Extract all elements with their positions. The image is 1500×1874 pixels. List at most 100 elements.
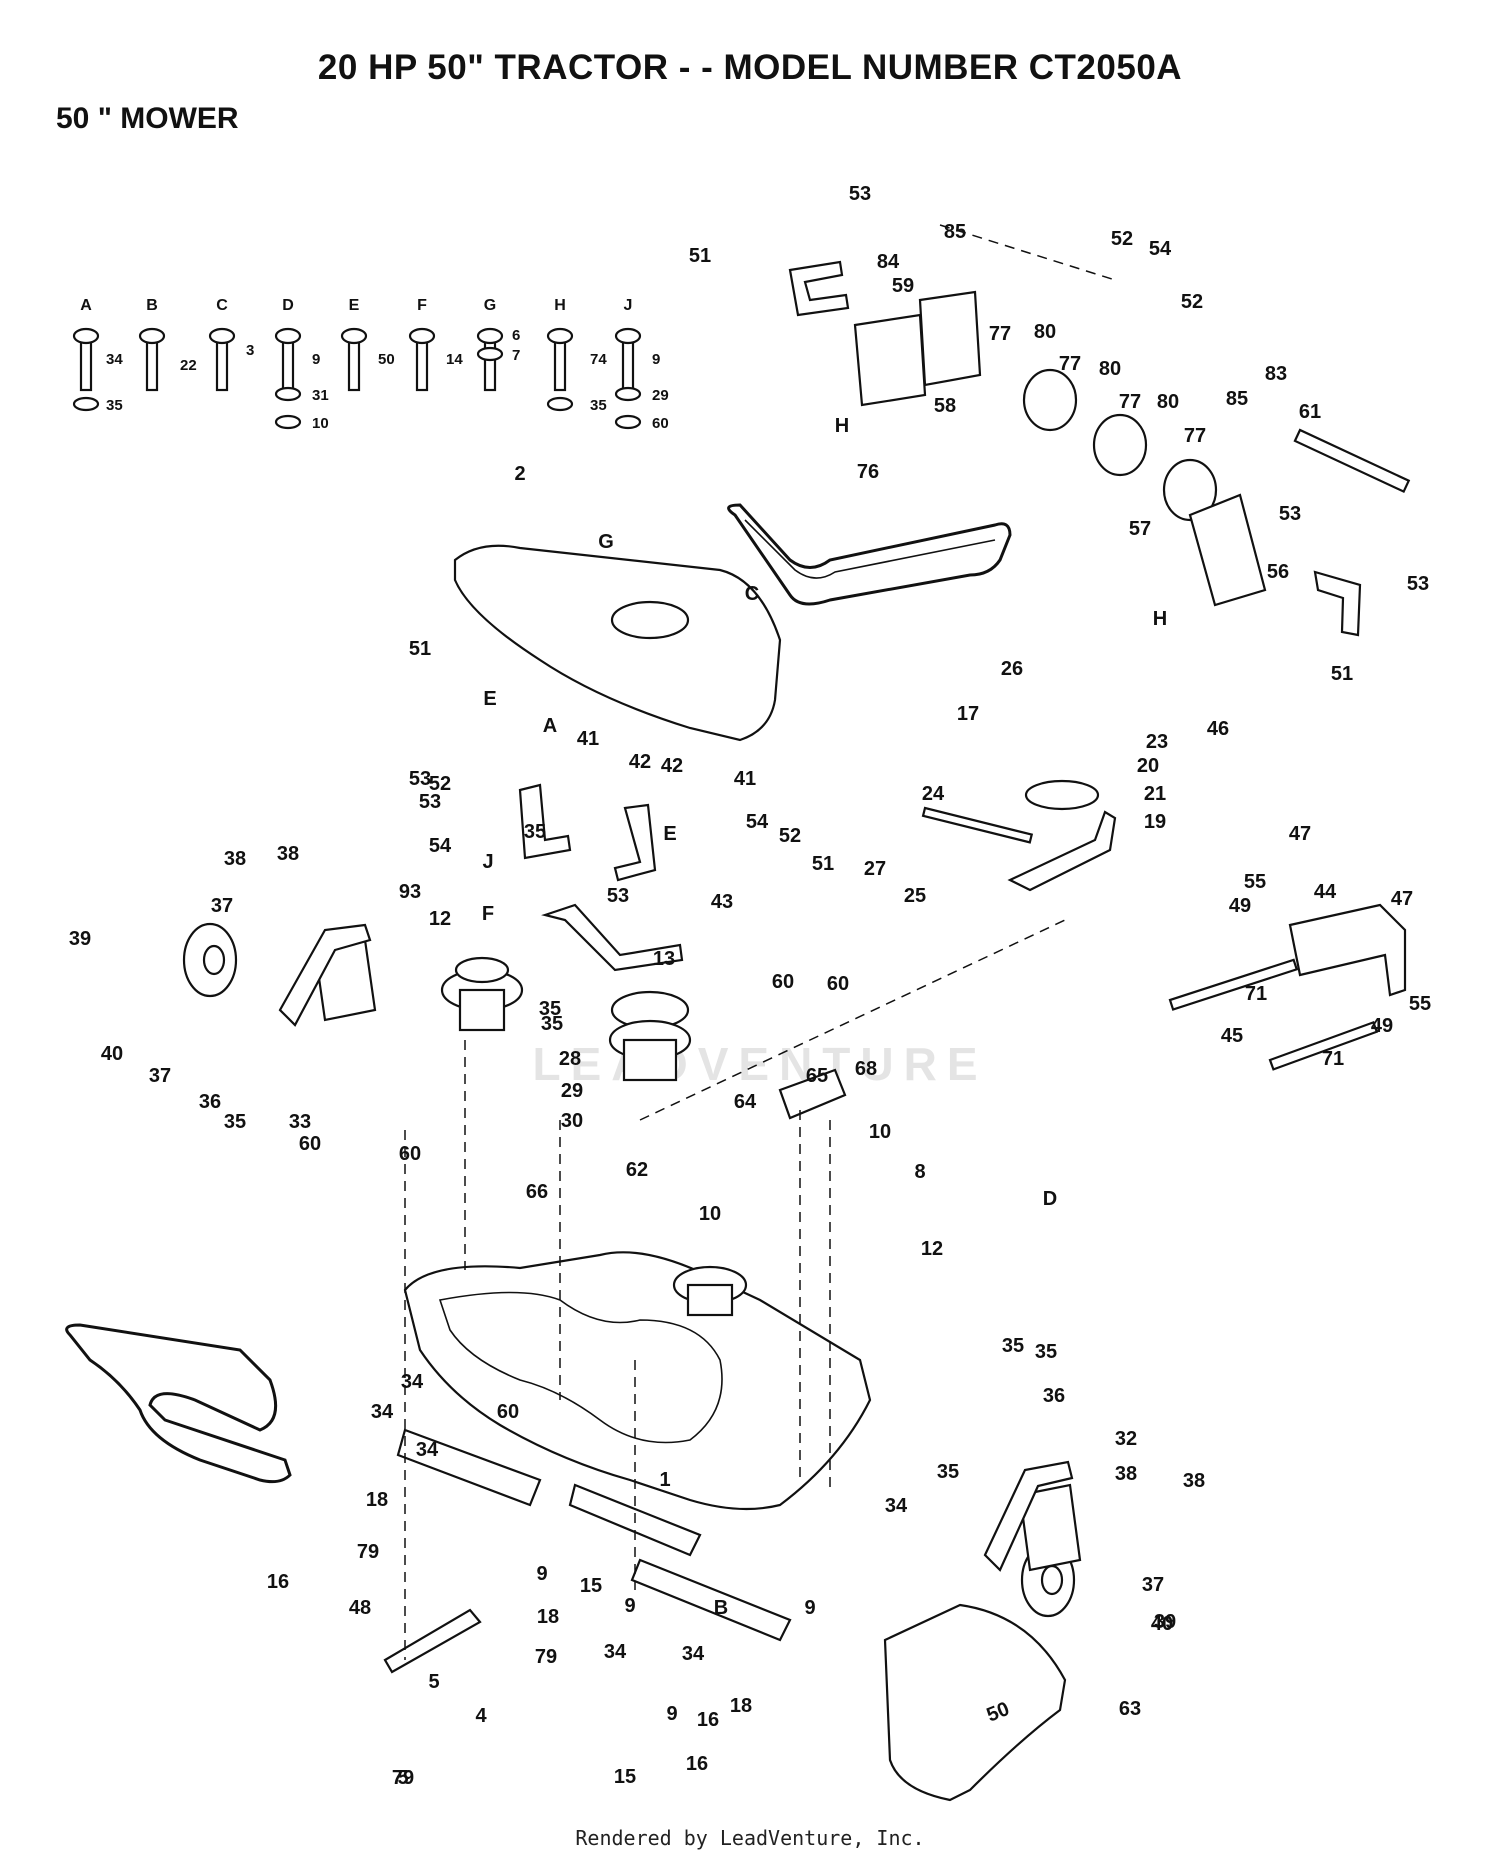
hardware-legend-number: 9: [652, 351, 660, 368]
baffle-4: [383, 1608, 482, 1674]
hardware-legend-number: 3: [246, 342, 254, 359]
hardware-legend-letter: D: [282, 297, 294, 314]
callout-label-92: 45: [1221, 1025, 1243, 1047]
hardware-legend-letter: J: [624, 297, 633, 314]
bolt-head-icon: [546, 327, 574, 345]
page-title: 20 HP 50" TRACTOR - - MODEL NUMBER CT205…: [317, 48, 1183, 87]
callout-label-19: 61: [1299, 401, 1321, 423]
callout-label-58: 13: [653, 948, 675, 970]
callout-label-121: 16: [686, 1753, 708, 1775]
idler-bracket-plate: [918, 290, 982, 387]
callout-label-59: 40: [101, 1043, 123, 1065]
mower-deck-inner-contour: [438, 1291, 723, 1444]
hardware-legend-number: 10: [312, 415, 329, 432]
hardware-legend-number: 50: [378, 351, 395, 368]
bolt-icon: [415, 338, 429, 392]
callout-label-97: 10: [699, 1203, 721, 1225]
hardware-legend-number: 9: [312, 351, 320, 368]
callout-label-66: 29: [561, 1080, 583, 1102]
gauge-wheel-left: [182, 922, 238, 998]
callout-label-113: B: [714, 1597, 728, 1619]
callout-label-63: 33: [289, 1111, 311, 1133]
callout-label-56: 37: [211, 895, 233, 917]
callout-label-69: 60: [827, 973, 849, 995]
callout-label-36: 42: [661, 755, 683, 777]
wheel-bracket-right: [1018, 1483, 1082, 1572]
callout-label-87: 49: [1229, 895, 1251, 917]
callout-label-0: 53: [849, 183, 871, 205]
callout-label-137: 40: [1151, 1613, 1173, 1635]
idler-bracket-left: [853, 313, 927, 407]
callout-label-11: 80: [1099, 358, 1121, 380]
callout-label-41: E: [663, 823, 676, 845]
callout-label-30: 51: [409, 638, 431, 660]
callout-label-32: A: [543, 715, 557, 737]
hardware-legend-letter: F: [417, 297, 427, 314]
bolt-head-icon: [138, 327, 166, 345]
callout-label-60: 37: [149, 1065, 171, 1087]
callout-label-136: 37: [1142, 1574, 1164, 1596]
callout-label-102: 34: [371, 1401, 394, 1423]
nut-washer-icon: [546, 396, 574, 412]
mower-deck-housing: [403, 1251, 872, 1511]
callout-label-5: 52: [1111, 228, 1133, 250]
callout-label-1: 85: [944, 221, 966, 243]
callout-label-43: 52: [779, 825, 801, 847]
nut-washer-icon: [274, 386, 302, 402]
drive-belt: [727, 503, 1012, 606]
callout-label-84: 47: [1289, 823, 1311, 845]
callout-label-17: 85: [1226, 388, 1248, 410]
tension-rod-27: [921, 806, 1034, 844]
hardware-legend-letter: E: [349, 297, 360, 314]
discharge-chute-63: [883, 1603, 1067, 1802]
callout-label-127: 4: [475, 1705, 487, 1727]
callout-label-111: 15: [580, 1575, 602, 1597]
callout-label-64: 60: [299, 1133, 321, 1155]
bolt-head-icon: [274, 327, 302, 345]
bolt-head-icon: [408, 327, 436, 345]
callout-label-98: 8: [914, 1161, 925, 1183]
hardware-legend-number: 7: [512, 347, 520, 364]
callout-label-79: 24: [922, 783, 945, 805]
nut-washer-icon: [614, 414, 642, 430]
bolt-icon: [621, 338, 635, 392]
callout-label-138: 39: [1154, 1611, 1176, 1633]
callout-label-108: 79: [357, 1541, 379, 1563]
mower-belt: [65, 1323, 292, 1484]
idler-pulley-stack: [1022, 368, 1218, 522]
hardware-legend-letter: A: [80, 297, 92, 314]
callout-label-106: 18: [366, 1489, 388, 1511]
hardware-legend-number: 29: [652, 387, 669, 404]
callout-label-101: 34: [401, 1371, 424, 1393]
callout-label-20: 76: [857, 461, 879, 483]
hardware-legend-number: 60: [652, 415, 669, 432]
callout-label-129: 35: [1002, 1335, 1024, 1357]
callout-label-80: 21: [1144, 783, 1166, 805]
lift-rod-lower: [1268, 1020, 1379, 1071]
callout-label-128: 5: [397, 1767, 408, 1789]
footer-credit: Rendered by LeadVenture, Inc.: [575, 1826, 925, 1850]
callout-label-8: 77: [989, 323, 1011, 345]
blade-left: [396, 1428, 542, 1507]
callout-label-54: F: [482, 903, 494, 925]
callout-label-16: H: [835, 415, 849, 437]
callout-label-26: 51: [1331, 663, 1353, 685]
callout-label-130: 35: [1035, 1341, 1057, 1363]
nut-washer-icon: [274, 414, 302, 430]
callout-label-74: 26: [1001, 658, 1023, 680]
callout-label-6: 54: [1149, 238, 1172, 260]
callout-label-89: 71: [1245, 983, 1267, 1005]
idler-pulley-24: [1024, 779, 1100, 811]
bolt-icon: [281, 338, 295, 392]
callout-label-33: 41: [577, 728, 599, 750]
lift-bracket-44: [1288, 903, 1407, 997]
callout-label-105: 1: [659, 1469, 670, 1491]
callout-label-68: 60: [772, 971, 794, 993]
callout-label-139: 63: [1119, 1698, 1141, 1720]
callout-label-38: 52: [429, 773, 451, 795]
bolt-head-icon: [476, 327, 504, 345]
callout-label-85: 55: [1244, 871, 1266, 893]
callout-label-126: 5: [428, 1671, 439, 1693]
callout-label-73: 10: [869, 1121, 891, 1143]
